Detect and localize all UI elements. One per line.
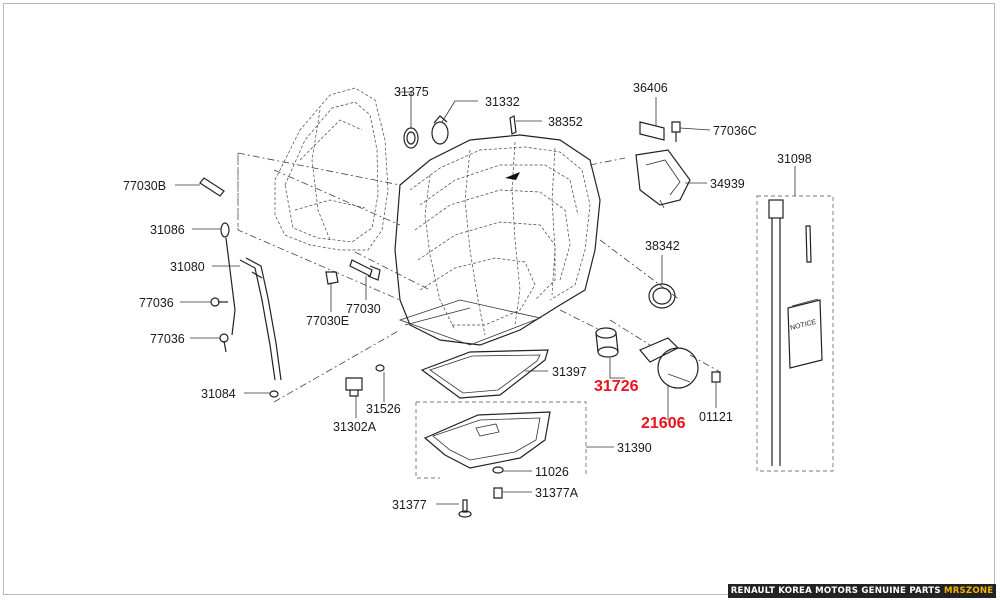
part-31332-ring [431,115,449,145]
leader-lines [175,91,796,505]
callout-21606: 21606 [641,415,686,432]
converter-housing [274,87,389,251]
callout-31390: 31390 [617,441,652,455]
callout-77036-upper: 77036 [139,296,174,310]
callout-labels: 31375 31332 38352 36406 77036C 31098 770… [123,81,812,512]
part-31302A-plug [345,377,363,397]
part-77036-bolt-lower [219,333,229,353]
callout-36406: 36406 [633,81,668,95]
part-77036C-bolt [671,121,681,142]
part-31390-oil-pan [423,411,551,469]
callout-31084: 31084 [201,387,236,401]
callout-38352: 38352 [548,115,583,129]
callout-01121: 01121 [699,410,733,424]
part-31086-dipstick [220,222,236,336]
part-77036-bolt-upper [210,297,228,307]
part-31526-washer [375,364,385,372]
callout-31332: 31332 [485,95,520,109]
part-34939-solenoid [635,149,691,209]
part-38352-pin [509,115,517,135]
callout-77036-lower: 77036 [150,332,185,346]
part-11026-washer [492,466,504,474]
part-31397-gasket [420,349,549,399]
part-31080-tube [239,257,282,381]
group-box-pan [415,401,587,479]
footer-banner: RENAULT KOREA MOTORS GENUINE PARTS MRSZO… [728,584,996,598]
part-31375-seal [403,127,419,149]
callout-77030E: 77030E [306,314,349,328]
notice-label: NOTICE [790,319,818,332]
callout-31375: 31375 [394,85,429,99]
diagram-frame [3,3,995,595]
transmission-case [394,134,601,346]
footer-text: RENAULT KOREA MOTORS GENUINE PARTS [730,586,944,596]
part-31377-bolt [458,499,472,518]
part-31084-oring [269,390,279,398]
footer-brand: MRSZONE [943,586,994,596]
callout-31080: 31080 [170,260,205,274]
callout-77030: 77030 [346,302,381,316]
callout-31377A: 31377A [535,486,579,500]
part-77030E-nut [325,271,339,285]
callout-31086: 31086 [150,223,185,237]
callout-38342: 38342 [645,239,680,253]
part-01121-bolt [711,371,721,383]
callout-77036C: 77036C [713,124,757,138]
callout-11026: 11026 [535,465,569,479]
part-21606-filter-housing [639,337,699,389]
part-36406-bracket [639,121,665,141]
callout-34939: 34939 [710,177,745,191]
part-38342-seal [648,283,676,309]
callout-31526: 31526 [366,402,401,416]
callout-31726: 31726 [594,378,639,395]
callout-31098: 31098 [777,152,812,166]
part-31726-filter [595,327,619,358]
part-31098-kit: NOTICE [756,195,834,472]
part-77030-bolt [349,259,381,281]
callout-31397: 31397 [552,365,587,379]
part-31377A-bolt [493,487,503,499]
callout-31377: 31377 [392,498,427,512]
callout-31302A: 31302A [333,420,377,434]
callout-77030B: 77030B [123,179,166,193]
construction-lines [237,152,721,403]
part-77030B-stud [199,177,225,197]
